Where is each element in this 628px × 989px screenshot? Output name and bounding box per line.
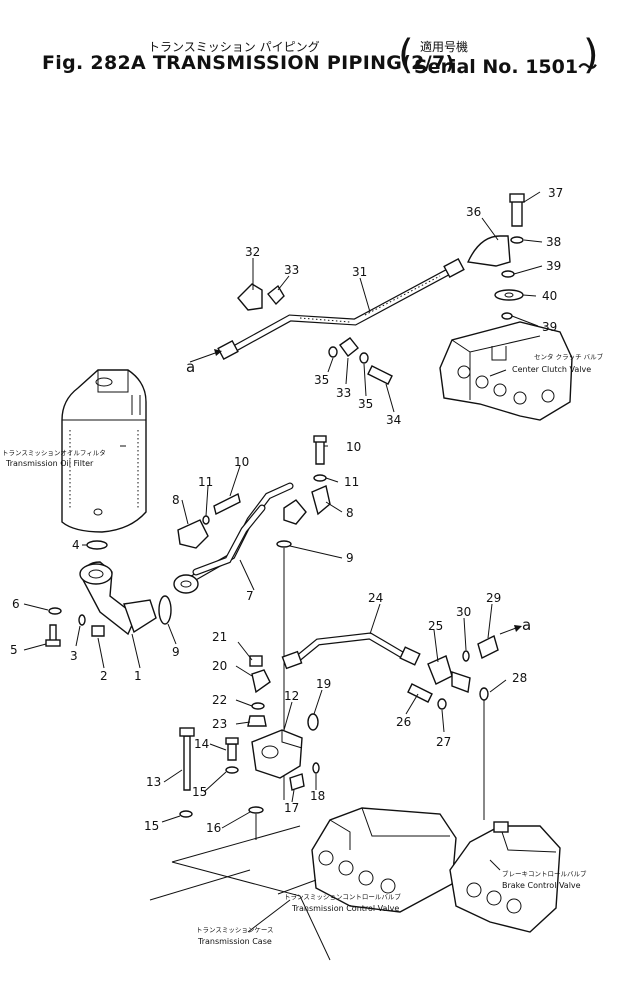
center-clutch-valve-label-jp: センタ クラッチ バルブ <box>534 352 604 361</box>
callout-11-right: 11 <box>344 475 359 489</box>
transmission-case-label-jp: トランスミッションケース <box>196 926 274 934</box>
tee-25-drawing <box>407 625 522 820</box>
callout-29: 29 <box>486 591 501 605</box>
callout-35: 35 <box>314 373 329 387</box>
callout-21: 21 <box>212 630 227 644</box>
callout-20: 20 <box>212 659 227 673</box>
clamp-32-drawing <box>237 283 393 385</box>
callout-25: 25 <box>428 619 443 633</box>
callout-8-right: 8 <box>346 506 354 520</box>
callout-1: 1 <box>134 669 142 683</box>
callout-10-left: 10 <box>234 455 249 469</box>
callout-9-left: 9 <box>172 645 180 659</box>
serial-label-japanese: 適用号機 <box>420 40 469 54</box>
callout-5: 5 <box>10 643 18 657</box>
brake-control-valve-label-jp: ブレーキコントロールバルブ <box>502 869 587 878</box>
callout-32: 32 <box>245 245 260 259</box>
block-12-drawing <box>179 655 320 840</box>
callout-36: 36 <box>466 205 481 219</box>
callout-a-top: a <box>186 358 195 376</box>
leader-lines <box>23 191 543 933</box>
callout-24: 24 <box>368 591 383 605</box>
serial-number-range: Serial No. 1501～ <box>414 56 598 78</box>
transmission-control-valve-label: Transmission Control Valve <box>291 904 399 913</box>
callout-35-lower: 35 <box>358 397 373 411</box>
transmission-oil-filter-label-jp: トランスミッションオイルフィルタ <box>2 448 106 457</box>
callout-18: 18 <box>310 789 325 803</box>
brake-control-valve-drawing <box>449 821 561 933</box>
callout-11-left: 11 <box>198 475 213 489</box>
callout-17: 17 <box>284 801 299 815</box>
callout-8-left: 8 <box>172 493 180 507</box>
callout-9-right: 9 <box>346 551 354 565</box>
pipe-24-drawing <box>281 632 421 670</box>
callout-39: 39 <box>546 259 561 273</box>
title-japanese: トランスミッション パイピング <box>148 40 320 54</box>
transmission-control-valve-drawing <box>311 807 457 913</box>
callout-38: 38 <box>546 235 561 249</box>
pipe-31-drawing <box>189 257 465 363</box>
callout-4: 4 <box>72 538 80 552</box>
callout-27: 27 <box>436 735 451 749</box>
callout-28: 28 <box>512 671 527 685</box>
callout-3: 3 <box>70 649 78 663</box>
callout-16: 16 <box>206 821 221 835</box>
transmission-oil-filter-label: Transmission Oil Filter <box>5 459 94 468</box>
callout-37: 37 <box>548 186 563 200</box>
callout-39-lower: 39 <box>542 320 557 334</box>
transmission-case-drawing <box>149 825 331 961</box>
transmission-case-label: Transmission Case <box>197 937 272 946</box>
callout-22: 22 <box>212 693 227 707</box>
serial-close-bracket: ) <box>583 32 599 78</box>
serial-open-bracket: ( <box>398 32 414 78</box>
callout-26: 26 <box>396 715 411 729</box>
callout-a-right: a <box>522 616 531 634</box>
callout-14: 14 <box>194 737 209 751</box>
callout-19: 19 <box>316 677 331 691</box>
callout-13: 13 <box>146 775 161 789</box>
elbow-36-drawing <box>466 193 525 320</box>
brake-control-valve-label: Brake Control Valve <box>502 881 581 890</box>
callout-6: 6 <box>12 597 20 611</box>
figure-title: Fig. 282A TRANSMISSION PIPING(2/7) <box>42 52 455 74</box>
transmission-oil-filter-drawing <box>61 369 147 533</box>
callout-23: 23 <box>212 717 227 731</box>
pipe-7-drawing <box>173 435 331 594</box>
callout-2: 2 <box>100 669 108 683</box>
callout-15-upper: 15 <box>192 785 207 799</box>
callout-33: 33 <box>284 263 299 277</box>
elbow-1-drawing <box>45 540 172 647</box>
callout-40: 40 <box>542 289 557 303</box>
callout-33-lower: 33 <box>336 386 351 400</box>
center-clutch-valve-label: Center Clutch Valve <box>512 365 591 374</box>
callout-34: 34 <box>386 413 401 427</box>
callout-12: 12 <box>284 689 299 703</box>
callout-10-right: 10 <box>346 440 361 454</box>
callout-15-lower: 15 <box>144 819 159 833</box>
callout-31: 31 <box>352 265 367 279</box>
transmission-control-valve-label-jp: トランスミッションコントロールバルブ <box>284 892 401 901</box>
callout-30: 30 <box>456 605 471 619</box>
center-clutch-valve-drawing <box>439 321 573 421</box>
callout-7: 7 <box>246 589 254 603</box>
callout-numbers: 32 33 31 35 33 35 34 a 36 37 38 39 40 39… <box>10 186 563 835</box>
